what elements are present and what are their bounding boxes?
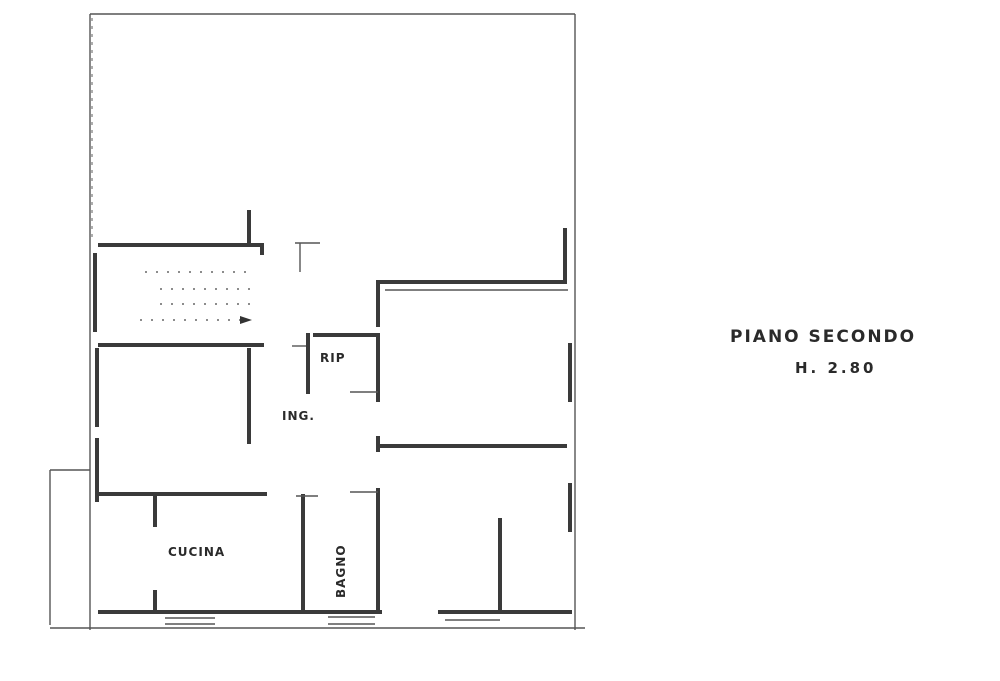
rip-room: RIP bbox=[292, 242, 380, 402]
outer-outline bbox=[49, 13, 585, 630]
room-label-rip: RIP bbox=[320, 351, 346, 365]
interior-walls bbox=[95, 348, 382, 625]
staircase bbox=[93, 210, 264, 347]
floor-title: PIANO SECONDO bbox=[730, 327, 916, 347]
arrow-icon bbox=[240, 316, 252, 324]
floor-label: PIANO SECONDO H. 2.80 bbox=[730, 327, 916, 377]
room-label-cucina: CUCINA bbox=[168, 545, 225, 559]
bagno-room: BAGNO bbox=[296, 488, 380, 625]
lower-right-walls bbox=[438, 518, 572, 621]
room-label-bagno: BAGNO bbox=[334, 544, 348, 598]
right-room bbox=[376, 228, 572, 532]
room-label-ing: ING. bbox=[282, 409, 315, 423]
floor-height: H. 2.80 bbox=[795, 359, 876, 377]
